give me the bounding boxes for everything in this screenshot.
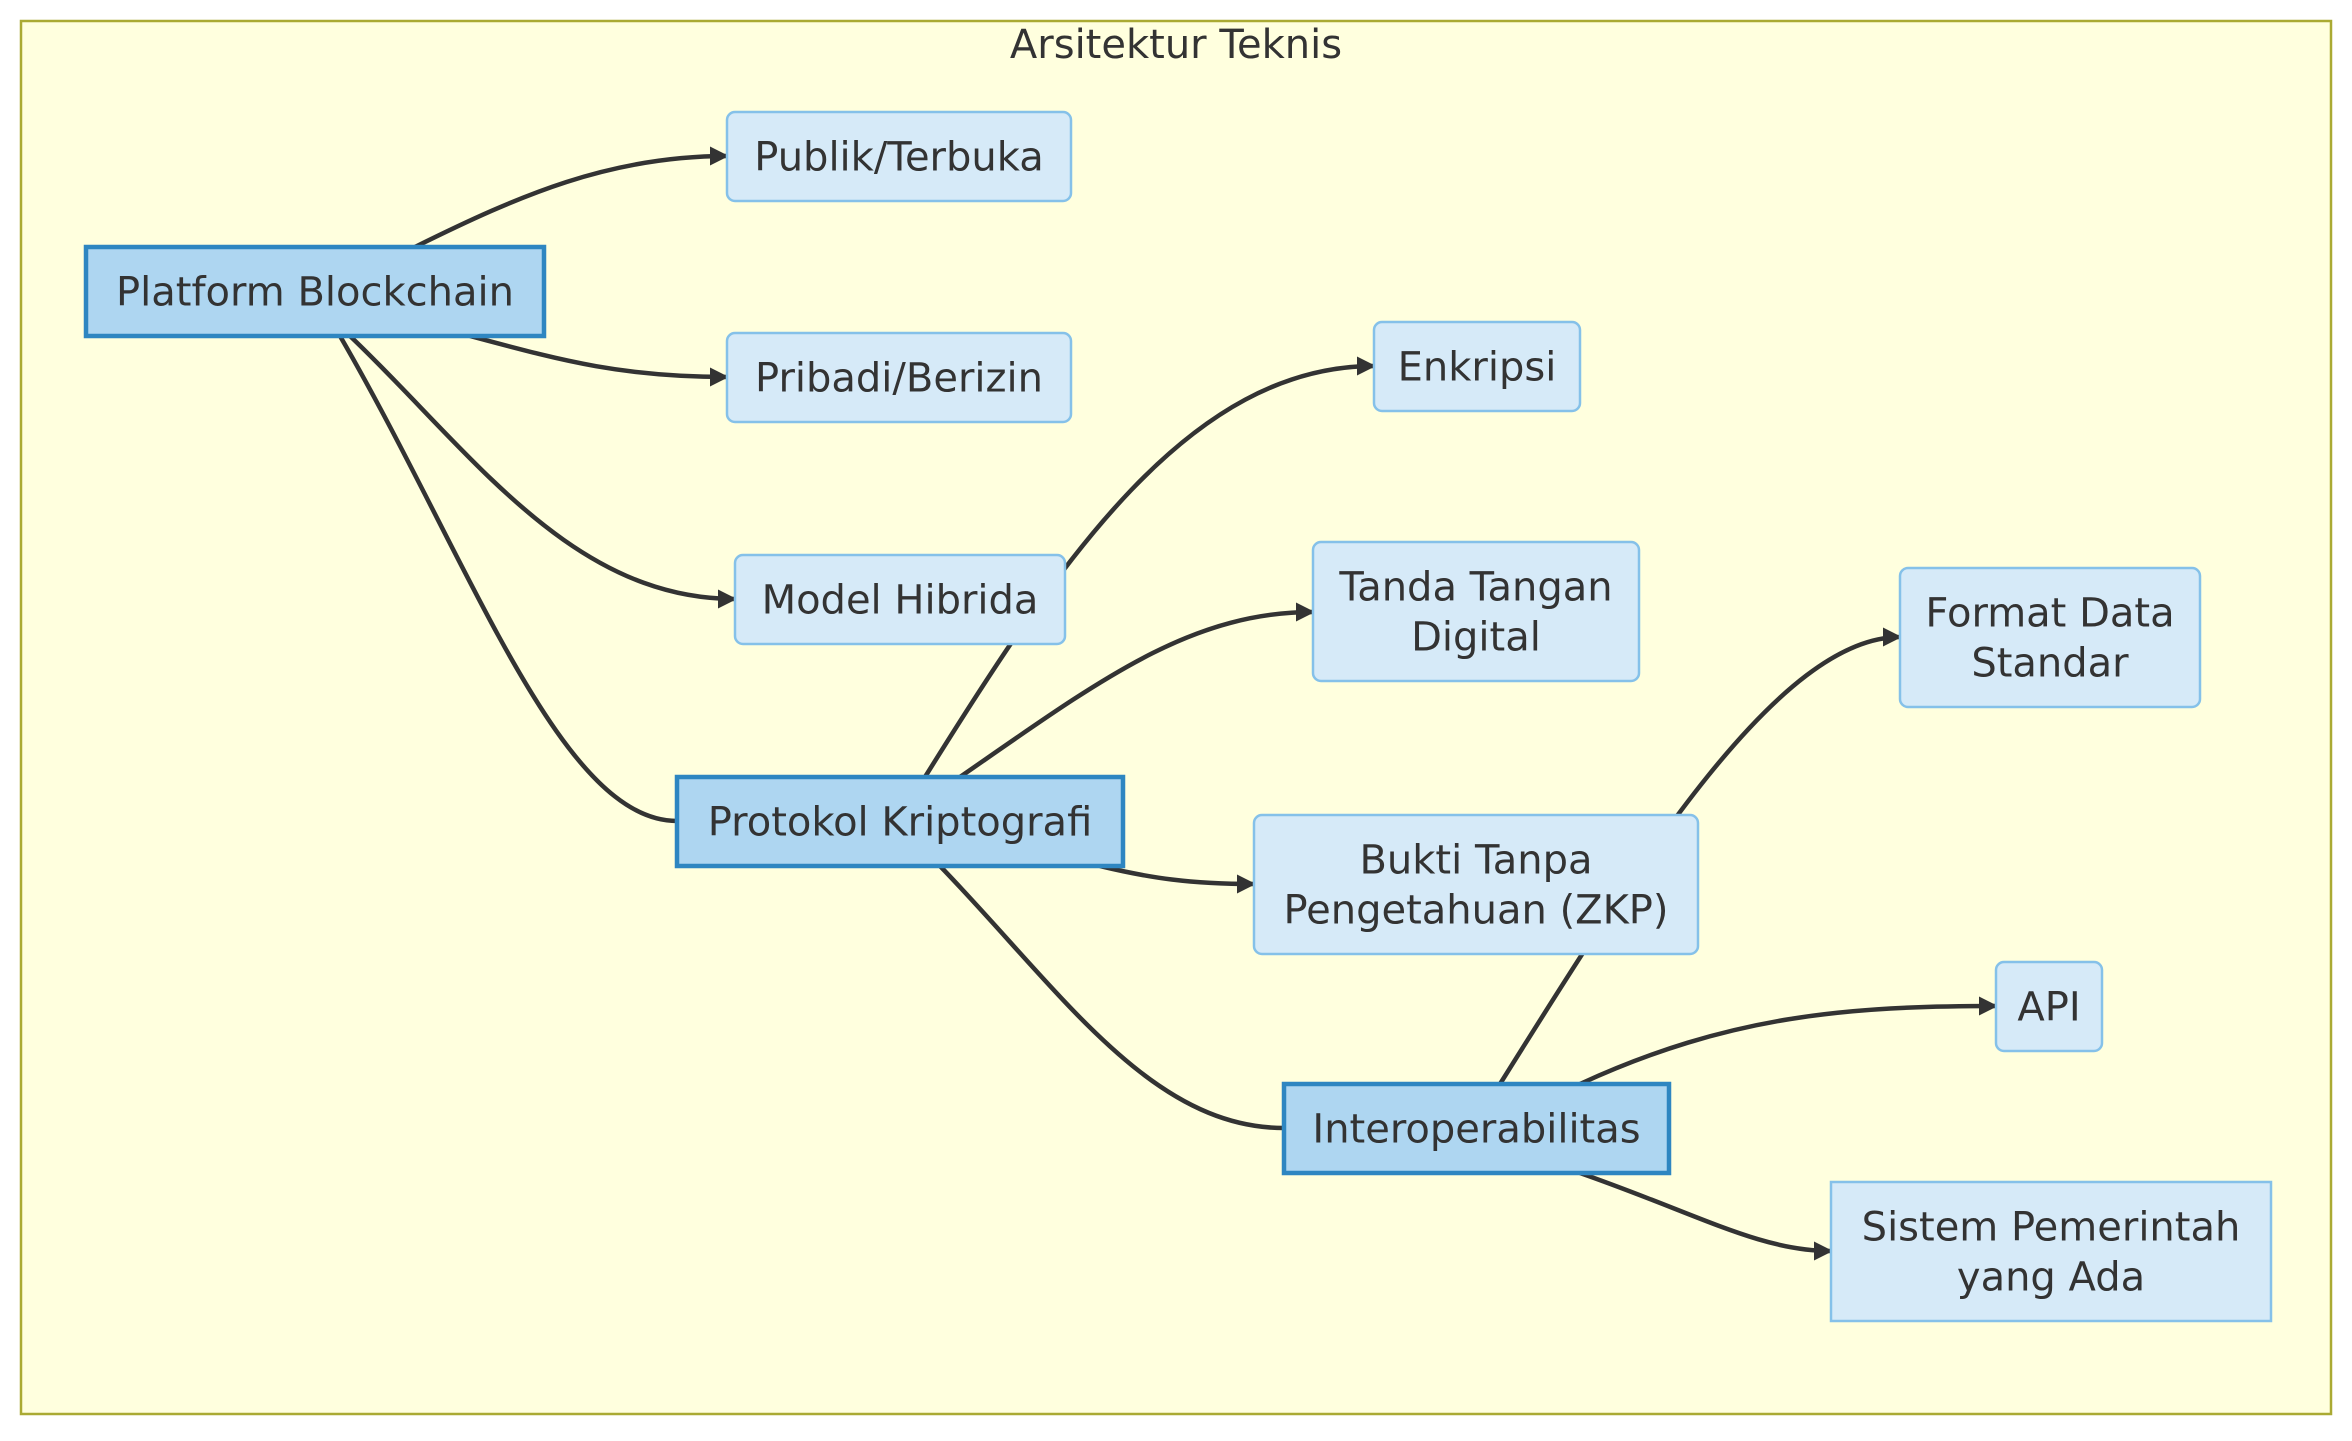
node-label-hibrida-line-1: Model Hibrida [762, 578, 1039, 624]
node-label-pribadi-line-1: Pribadi/Berizin [755, 356, 1043, 402]
node-label-api-line-1: API [2017, 985, 2080, 1031]
nodes-layer: Platform Blockchain Publik/TerbukaPribadi… [83, 110, 2273, 1323]
node-label-publik-line-1: Publik/Terbuka [754, 135, 1043, 181]
node-box-tanda [1311, 540, 1641, 683]
edge-protokol-to-zkp [1099, 863, 1256, 894]
node-label-protokol-line-1: Protokol Kriptografi [708, 800, 1093, 846]
node-platform: Platform Blockchain [83, 244, 547, 339]
node-box-protokol [674, 774, 1126, 869]
edge-platform-to-hibrida [348, 334, 737, 609]
node-label-sistem-line-2: yang Ada [1957, 1255, 2145, 1301]
node-box-interop [1281, 1081, 1672, 1176]
node-box-api [1994, 960, 2104, 1053]
node-label-enkripsi-line-1: Enkripsi [1398, 345, 1557, 391]
node-label-sistem-line-1: Sistem Pemerintah [1862, 1205, 2241, 1251]
node-api: API [1994, 960, 2104, 1053]
node-enkripsi: Enkripsi [1372, 320, 1582, 413]
node-label-zkp-line-1: Bukti Tanpa [1359, 838, 1592, 884]
node-box-pribadi [725, 331, 1073, 424]
edge-interop-to-format [1498, 627, 1902, 1086]
node-label-format-line-2: Standar [1971, 641, 2129, 687]
node-box-publik [725, 110, 1073, 203]
edge-platform-to-pribadi [469, 333, 729, 387]
edge-protokol-to-enkripsi [923, 356, 1376, 779]
edge-protokol-to-interop [938, 864, 1285, 1131]
node-box-hibrida [733, 553, 1067, 646]
node-box-enkripsi [1372, 320, 1582, 413]
node-hibrida: Model Hibrida [733, 553, 1067, 646]
edge-protokol-to-tanda [958, 602, 1315, 779]
cluster-title: Arsitektur Teknis [1010, 22, 1342, 68]
edges-layer [338, 146, 1998, 1261]
edge-interop-to-sistem [1579, 1170, 1833, 1261]
edge-platform-to-protokol [338, 334, 678, 824]
node-publik: Publik/Terbuka [725, 110, 1073, 203]
node-box-sistem [1829, 1180, 2273, 1323]
node-label-zkp-line-2: Pengetahuan (ZKP) [1283, 888, 1668, 934]
edge-platform-to-publik [414, 146, 729, 250]
node-pribadi: Pribadi/Berizin [725, 331, 1073, 424]
node-protokol: Protokol Kriptografi [674, 774, 1126, 869]
node-label-tanda-line-2: Digital [1411, 615, 1541, 661]
node-label-tanda-line-1: Tanda Tangan [1338, 565, 1612, 611]
node-label-interop-line-1: Interoperabilitas [1312, 1107, 1640, 1153]
node-interop: Interoperabilitas [1281, 1081, 1672, 1176]
node-label-platform-line-1: Platform Blockchain [116, 270, 514, 316]
node-box-zkp [1252, 813, 1700, 956]
edge-interop-to-api [1579, 996, 1998, 1087]
node-label-format-line-1: Format Data [1925, 591, 2174, 637]
node-box-platform [83, 244, 547, 339]
node-box-format [1898, 566, 2202, 709]
